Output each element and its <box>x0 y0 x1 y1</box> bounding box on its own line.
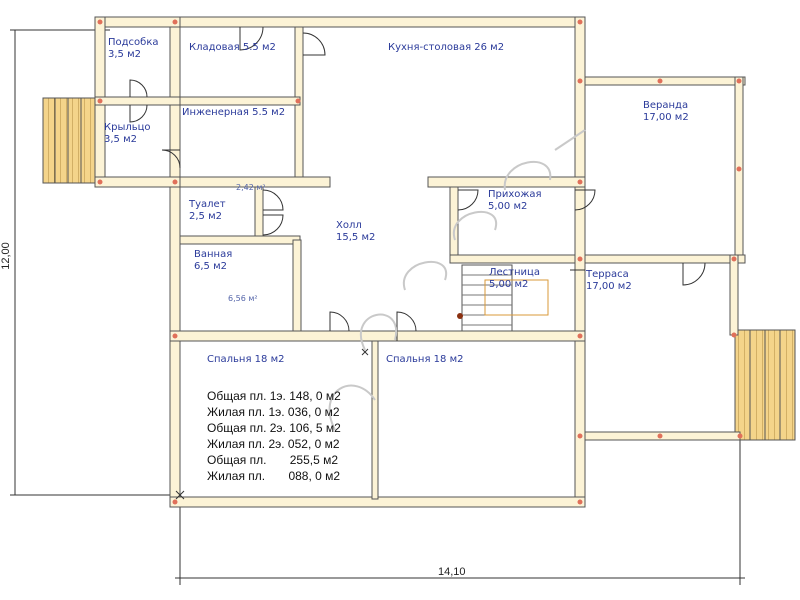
room-vannaya: Ванная <box>194 249 233 260</box>
room-spalnya-right: Спальня 18 м2 <box>386 354 464 365</box>
room-tualet-area: 2,5 м2 <box>189 211 222 222</box>
room-tualet-note: 2,42 м² <box>236 183 266 192</box>
room-spalnya-left: Спальня 18 м2 <box>207 354 285 365</box>
summary-line: Общая пл. 255,5 м2 <box>207 453 339 467</box>
stairs <box>457 264 549 332</box>
summary-line: Общая пл. 1э. 148, 0 м2 <box>207 389 341 403</box>
log-joints <box>97 19 743 505</box>
summary-line: Жилая пл. 088, 0 м2 <box>207 469 341 483</box>
porch-steps-left <box>42 97 96 184</box>
room-terrasa: Терраса <box>586 269 629 280</box>
room-tualet: Туалет <box>189 199 226 210</box>
room-veranda-area: 17,00 м2 <box>643 112 689 123</box>
summary-line: Жилая пл. 2э. 052, 0 м2 <box>207 437 340 451</box>
room-krylco-area: 3,5 м2 <box>104 134 137 145</box>
room-prihozhaya-area: 5,00 м2 <box>488 201 528 212</box>
room-holl-area: 15,5 м2 <box>336 232 376 243</box>
dimension-lines <box>10 29 745 585</box>
doors <box>129 26 706 341</box>
room-terrasa-area: 17,00 м2 <box>586 281 632 292</box>
room-holl: Холл <box>336 220 362 231</box>
room-lestnica: Лестница <box>489 267 540 278</box>
terrace-steps-right <box>734 329 796 441</box>
room-prihozhaya: Прихожая <box>488 189 542 200</box>
room-inzhenernaya: Инженерная 5.5 м2 <box>182 107 286 118</box>
room-lestnica-area: 5,00 м2 <box>489 279 529 290</box>
dimension-width: 14,10 <box>438 566 466 578</box>
dimension-height: 12,00 <box>0 242 12 270</box>
room-vannaya-note: 6,56 м² <box>228 294 258 303</box>
area-summary: Общая пл. 1э. 148, 0 м2 Жилая пл. 1э. 03… <box>207 388 341 484</box>
summary-line: Общая пл. 2э. 106, 5 м2 <box>207 421 341 435</box>
room-veranda: Веранда <box>643 100 689 111</box>
walls <box>94 16 746 508</box>
room-kladovaya: Кладовая 5.5 м2 <box>189 42 276 53</box>
room-podsobka: Подсобка <box>108 37 159 48</box>
room-podsobka-area: 3,5 м2 <box>108 49 141 60</box>
room-krylco: Крыльцо <box>104 122 151 133</box>
room-vannaya-area: 6,5 м2 <box>194 261 227 272</box>
room-kuhnya: Кухня-столовая 26 м2 <box>388 42 505 53</box>
summary-line: Жилая пл. 1э. 036, 0 м2 <box>207 405 340 419</box>
